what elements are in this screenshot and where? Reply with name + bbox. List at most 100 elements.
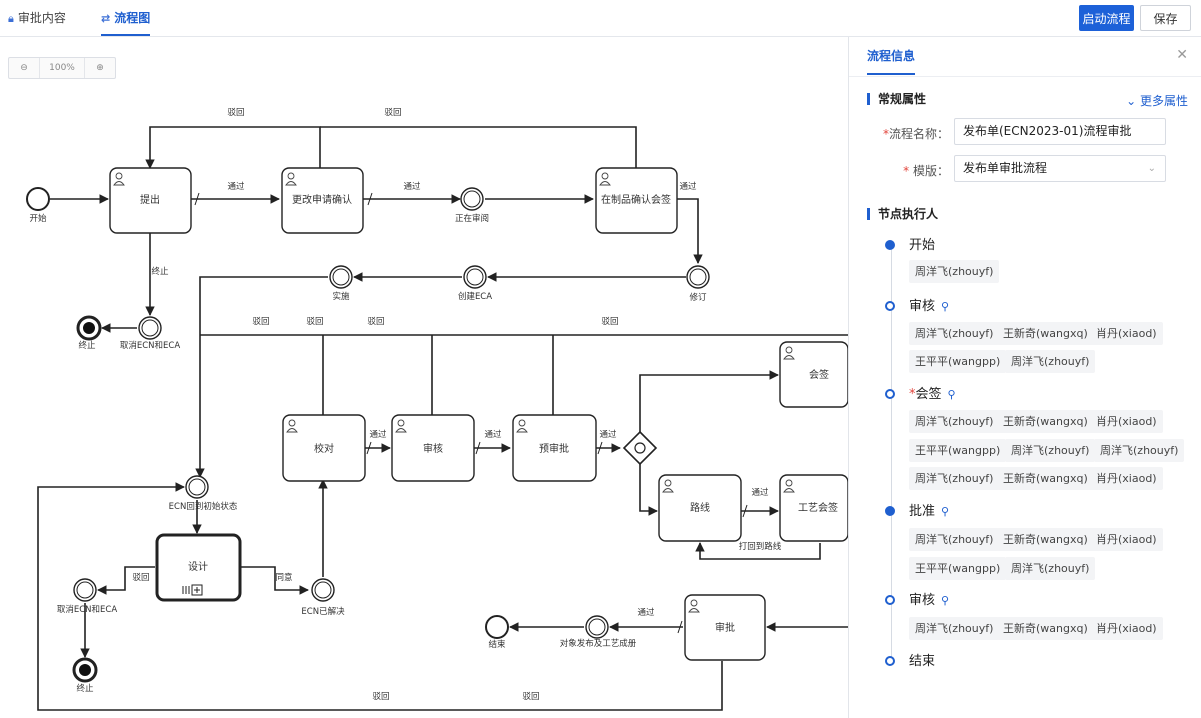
executor-chip[interactable]: 王新奇(wangxq) — [997, 322, 1094, 345]
executor-chip[interactable]: 周洋飞(zhouyf) — [909, 260, 1000, 283]
zoom-in-icon[interactable]: ⊕ — [96, 63, 104, 73]
executor-chip[interactable]: 周洋飞(zhouyf) — [909, 467, 1000, 490]
flow-reject-label: 驳回 — [384, 108, 401, 118]
process-name-label: *流程名称： — [882, 127, 949, 141]
executor-chip[interactable]: 王新奇(wangxq) — [997, 617, 1094, 640]
tab-approval-content[interactable]: 🔒︎审批内容 — [8, 0, 66, 36]
executor-chip[interactable]: 肖丹(xiaod) — [1090, 410, 1163, 433]
node-craft-sign[interactable]: 工艺会签 — [798, 501, 838, 514]
flow-pass-label: 通过 — [403, 181, 421, 192]
save-button[interactable]: 保存 — [1140, 5, 1191, 31]
executor-chip[interactable]: 周洋飞(zhouyf) — [1005, 557, 1096, 580]
node-huiqian[interactable]: 会签 — [809, 368, 829, 381]
close-icon[interactable]: ✕ — [1176, 47, 1188, 63]
diagram-canvas[interactable]: ⊖ 100% ⊕ — [0, 37, 848, 718]
template-label-text: 模版 — [912, 164, 937, 178]
required-mark: * — [909, 387, 916, 402]
flow-reject-label: 驳回 — [601, 317, 618, 327]
event-revise-label: 修订 — [689, 292, 707, 303]
executor-node-name: 审核 — [909, 299, 936, 314]
executor-chip[interactable]: 王新奇(wangxq) — [997, 528, 1094, 551]
executor-node-name: 审核 — [909, 593, 936, 608]
flow-reject-label: 驳回 — [367, 317, 384, 327]
executor-chip[interactable]: 肖丹(xiaod) — [1090, 617, 1163, 640]
flow-pass-label: 通过 — [484, 429, 502, 440]
process-name-label-text: 流程名称 — [888, 127, 937, 141]
executor-chip[interactable]: 王新奇(wangxq) — [997, 410, 1094, 433]
panel-divider — [849, 76, 1201, 77]
executor-chip[interactable]: 肖丹(xiaod) — [1090, 467, 1163, 490]
executor-chip[interactable]: 周洋飞(zhouyf) — [909, 528, 1000, 551]
event-start-label: 开始 — [29, 213, 47, 224]
tab-approval-content-label: 审批内容 — [17, 11, 66, 25]
timeline-dot-icon — [885, 656, 895, 666]
executor-node-label: 开始 — [909, 238, 935, 254]
tab-process-info[interactable]: 流程信息 — [867, 37, 916, 75]
executor-node-name: 开始 — [909, 238, 936, 253]
node-tichu[interactable]: 提出 — [140, 193, 160, 206]
executor-chip[interactable]: 王平平(wangpp) — [909, 350, 1007, 373]
process-name-input[interactable]: 发布单(ECN2023-01)流程审批 — [954, 118, 1166, 145]
executor-node-name: 批准 — [909, 504, 936, 519]
person-icon[interactable]: ⚲ — [941, 594, 950, 607]
flow-agree-label: 同意 — [275, 572, 292, 583]
timeline-dot-icon — [885, 389, 895, 399]
general-properties-title: 常规属性 — [867, 93, 926, 105]
node-change-confirm[interactable]: 更改申请确认 — [292, 193, 352, 206]
executor-node-label: *会签⚲ — [909, 387, 956, 403]
executor-chip[interactable]: 王平平(wangpp) — [909, 439, 1007, 462]
process-info-panel: 流程信息 ✕ 常规属性 ⌄ 更多属性 *流程名称： 发布单(ECN2023-01… — [848, 37, 1201, 718]
flow-pass-label: 通过 — [751, 487, 769, 498]
event-finish-label: 结束 — [488, 639, 506, 650]
flow-reject-label: 驳回 — [132, 573, 149, 583]
node-approve[interactable]: 审批 — [715, 621, 735, 634]
executor-chip[interactable]: 周洋飞(zhouyf) — [909, 410, 1000, 433]
node-wip-confirm[interactable]: 在制品确认会签 — [601, 193, 671, 206]
timeline-line — [891, 247, 892, 665]
node-route[interactable]: 路线 — [690, 501, 710, 514]
flow-pass-label: 通过 — [599, 429, 617, 440]
start-process-button[interactable]: 启动流程 — [1079, 5, 1134, 31]
person-icon[interactable]: ⚲ — [941, 505, 950, 518]
executor-node-label: 审核 ⚲ — [909, 299, 949, 315]
timeline-dot-icon — [885, 506, 895, 516]
template-select-value: 发布单审批流程 — [963, 161, 1048, 175]
zoom-out-icon[interactable]: ⊖ — [9, 58, 40, 78]
tab-flowchart[interactable]: ⇄流程图 — [101, 0, 151, 36]
executor-chip[interactable]: 周洋飞(zhouyf) — [1005, 350, 1096, 373]
zoom-level[interactable]: 100% — [40, 58, 85, 78]
executor-chip[interactable]: 周洋飞(zhouyf) — [1005, 439, 1096, 462]
node-shenhe[interactable]: 审核 — [423, 442, 443, 455]
executor-node-label: 批准 ⚲ — [909, 504, 949, 520]
flow-pass-label: 通过 — [679, 181, 697, 192]
chevron-down-icon: ⌄ — [1147, 163, 1156, 174]
person-icon[interactable]: ⚲ — [941, 300, 950, 313]
flow-reject-label: 驳回 — [227, 108, 244, 118]
executor-chip[interactable]: 肖丹(xiaod) — [1090, 528, 1163, 551]
executor-chip[interactable]: 肖丹(xiaod) — [1090, 322, 1163, 345]
executor-chip[interactable]: 王平平(wangpp) — [909, 557, 1007, 580]
executor-chip[interactable]: 周洋飞(zhouyf) — [1094, 439, 1185, 462]
node-design[interactable]: 设计 — [188, 560, 208, 573]
timeline-dot-icon — [885, 240, 895, 250]
event-in-review-label: 正在审阅 — [455, 213, 489, 224]
flow-reject-label: 驳回 — [306, 317, 323, 327]
event-implement-label: 实施 — [332, 291, 350, 302]
executor-chip[interactable]: 周洋飞(zhouyf) — [909, 322, 1000, 345]
executor-chip[interactable]: 周洋飞(zhouyf) — [909, 617, 1000, 640]
flow-pass-label: 通过 — [369, 429, 387, 440]
more-properties-label: 更多属性 — [1139, 94, 1188, 108]
node-check[interactable]: 校对 — [314, 442, 334, 455]
event-solved-label: ECN已解决 — [301, 606, 345, 617]
event-cancel1-label: 取消ECN和ECA — [120, 340, 180, 351]
event-cancel2-label: 取消ECN和ECA — [57, 604, 117, 615]
more-properties-link[interactable]: ⌄ 更多属性 — [1126, 92, 1188, 109]
executor-chip[interactable]: 王新奇(wangxq) — [997, 467, 1094, 490]
node-pre-approve[interactable]: 预审批 — [539, 442, 569, 455]
node-executors-title: 节点执行人 — [867, 208, 938, 220]
flow-print-route-label: 打回到路线 — [739, 541, 782, 552]
event-end1-label: 终止 — [78, 340, 96, 351]
person-icon[interactable]: ⚲ — [947, 388, 956, 401]
template-select[interactable]: 发布单审批流程 ⌄ — [954, 155, 1166, 182]
flow-reject-label: 驳回 — [372, 692, 389, 702]
